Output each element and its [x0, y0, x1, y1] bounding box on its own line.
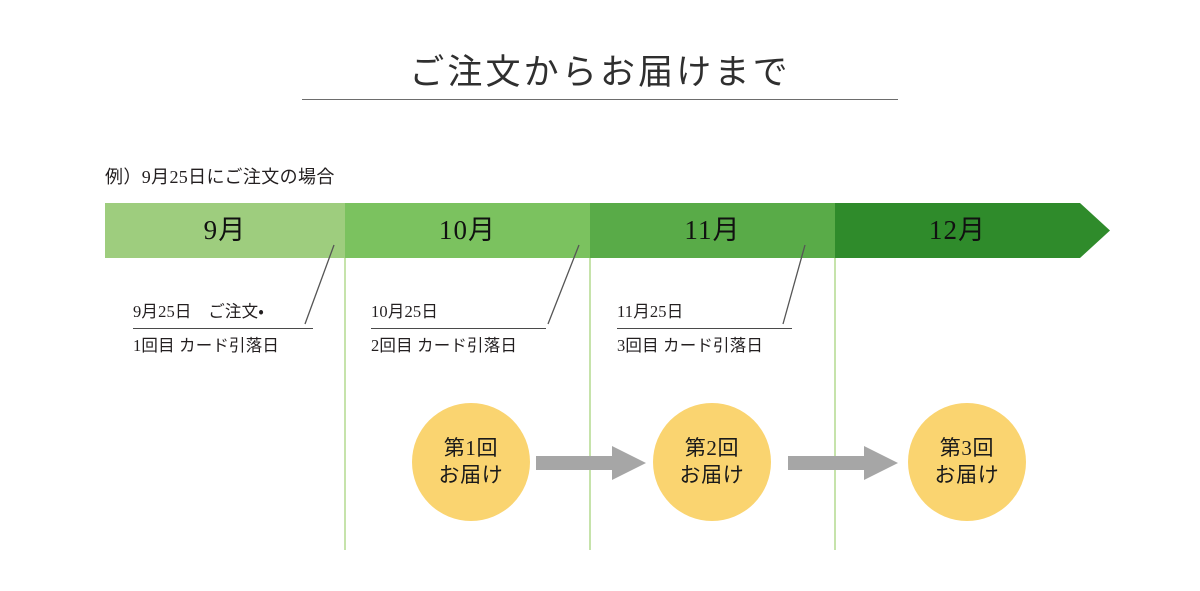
delivery-2-line1: 第3回 — [939, 436, 995, 461]
callout-1: 10月25日 2回目 カード引落日 — [371, 300, 546, 358]
callout-0-line1: 9月25日 ご注文・ — [133, 302, 265, 321]
guide-line-0 — [344, 258, 346, 550]
connector-arrow-1 — [788, 446, 898, 480]
guide-line-1 — [589, 258, 591, 550]
title-divider — [302, 99, 898, 100]
callout-1-rule — [371, 327, 546, 329]
arrow-shape-0 — [536, 446, 646, 480]
leader-line-0 — [304, 244, 335, 325]
callout-0: 9月25日 ご注文・ 1回目 カード引落日 — [133, 300, 313, 358]
delivery-1-line2: お届け — [679, 463, 745, 487]
leader-line-2 — [782, 244, 806, 325]
month-segment-1 — [345, 203, 590, 258]
delivery-circle-0: 第1回 お届け — [412, 403, 530, 521]
month-segment-3 — [835, 203, 1110, 258]
leader-line-1 — [547, 244, 580, 325]
month-label-3: 12月 — [928, 215, 987, 245]
callout-2-line1: 11月25日 — [617, 302, 684, 321]
month-segment-2 — [590, 203, 835, 258]
page-title: ご注文からお届けまで — [409, 53, 791, 92]
callout-0-line2: 1回目 カード引落日 — [133, 335, 280, 355]
month-label-0: 9月 — [203, 215, 247, 245]
delivery-2-line2: お届け — [934, 463, 1000, 487]
callout-0-rule — [133, 327, 313, 329]
month-segment-0 — [105, 203, 345, 258]
month-label-2: 11月 — [684, 215, 741, 245]
connector-arrow-0 — [536, 446, 646, 480]
callout-2-line2: 3回目 カード引落日 — [617, 335, 764, 355]
month-timeline-bar: 9月 10月 11月 12月 — [105, 203, 1110, 258]
callout-2-rule — [617, 327, 792, 329]
callout-1-line2: 2回目 カード引落日 — [371, 335, 518, 355]
delivery-0-line2: お届け — [438, 463, 504, 487]
delivery-circle-1: 第2回 お届け — [653, 403, 771, 521]
delivery-1-line1: 第2回 — [684, 436, 740, 461]
callout-1-line1: 10月25日 — [371, 302, 438, 321]
arrow-shape-1 — [788, 446, 898, 480]
delivery-0-line1: 第1回 — [443, 436, 499, 461]
month-label-1: 10月 — [438, 215, 497, 245]
example-caption: 例）9月25日にご注文の場合 — [105, 167, 335, 187]
delivery-circle-2: 第3回 お届け — [908, 403, 1026, 521]
callout-2: 11月25日 3回目 カード引落日 — [617, 300, 792, 358]
month-bar-shapes — [105, 203, 1110, 258]
guide-line-2 — [834, 258, 836, 550]
